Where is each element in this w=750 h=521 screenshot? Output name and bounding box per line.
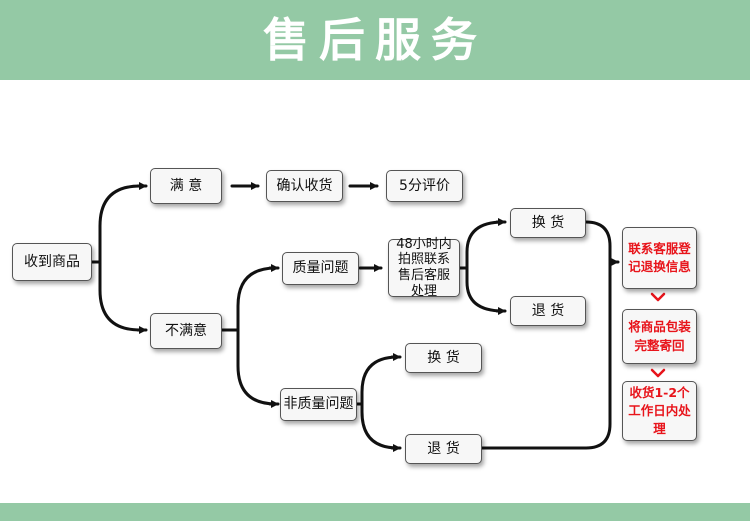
node-step-register-label: 联系客服登记退换信息 bbox=[628, 240, 691, 274]
node-rating-label: 5分评价 bbox=[399, 177, 450, 194]
node-received-label: 收到商品 bbox=[24, 253, 80, 270]
node-step-process-label: 收货1-2个工作日内处理 bbox=[628, 384, 691, 437]
node-exchange-quality: 换 货 bbox=[510, 208, 586, 238]
node-confirm-receipt-label: 确认收货 bbox=[276, 177, 333, 194]
node-confirm-receipt: 确认收货 bbox=[266, 170, 343, 202]
node-contact-48h-label: 48小时内拍照联系售后客服处理 bbox=[396, 236, 452, 299]
chevron-down-icon bbox=[650, 292, 666, 302]
node-step-ship-back: 将商品包装完整寄回 bbox=[622, 309, 697, 364]
node-step-ship-back-label: 将商品包装完整寄回 bbox=[628, 319, 691, 353]
node-unsatisfied: 不满意 bbox=[150, 313, 222, 349]
branch-contact bbox=[465, 220, 505, 313]
node-step-register: 联系客服登记退换信息 bbox=[622, 227, 697, 289]
node-return-quality: 退 货 bbox=[510, 296, 586, 326]
node-exchange-non-quality-label: 换 货 bbox=[427, 349, 460, 366]
page-title: 售后服务 bbox=[263, 13, 487, 67]
node-contact-48h: 48小时内拍照联系售后客服处理 bbox=[388, 236, 460, 299]
chevron-down-icon bbox=[650, 368, 666, 378]
node-quality-issue: 质量问题 bbox=[282, 252, 359, 285]
node-return-non-quality: 退 货 bbox=[405, 434, 482, 464]
header-banner bbox=[0, 0, 750, 80]
node-return-non-quality-label: 退 货 bbox=[427, 440, 460, 457]
node-quality-issue-label: 质量问题 bbox=[292, 260, 349, 277]
node-rating: 5分评价 bbox=[386, 170, 463, 202]
node-exchange-quality-label: 换 货 bbox=[531, 214, 565, 231]
footer-bar bbox=[0, 503, 750, 521]
node-satisfied-label: 满 意 bbox=[169, 177, 203, 194]
node-unsatisfied-label: 不满意 bbox=[165, 322, 207, 339]
node-satisfied: 满 意 bbox=[150, 168, 222, 204]
node-exchange-non-quality: 换 货 bbox=[405, 343, 482, 373]
branch-received bbox=[98, 184, 142, 332]
node-non-quality-issue-label: 非质量问题 bbox=[283, 396, 354, 413]
node-return-quality-label: 退 货 bbox=[531, 302, 565, 319]
merge-bracket bbox=[480, 220, 612, 450]
node-received: 收到商品 bbox=[12, 243, 92, 281]
branch-unsatisfied bbox=[236, 266, 278, 406]
node-step-process: 收货1-2个工作日内处理 bbox=[622, 381, 697, 441]
branch-non-quality bbox=[360, 355, 400, 450]
node-non-quality-issue: 非质量问题 bbox=[280, 388, 357, 421]
